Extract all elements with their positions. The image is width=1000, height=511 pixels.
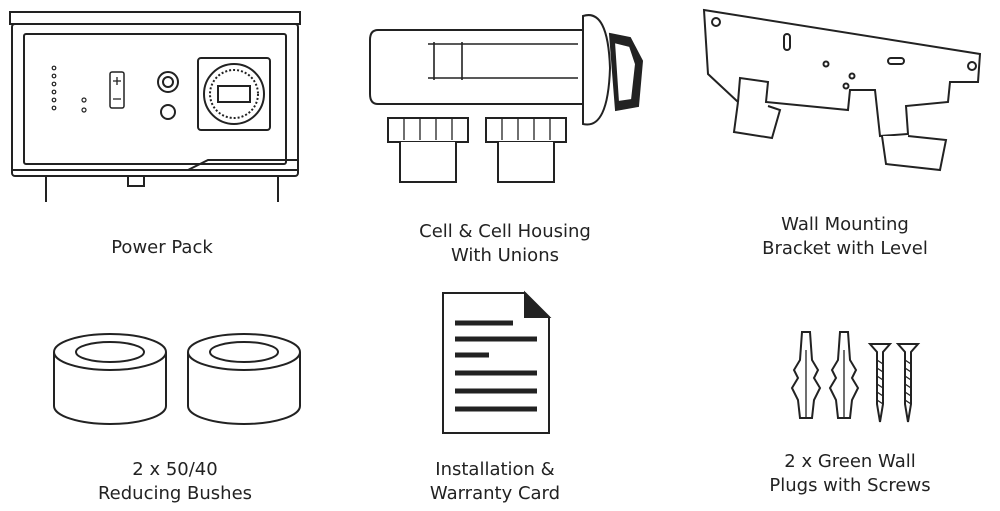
label-line: Warranty Card xyxy=(429,483,561,504)
label-line: Bracket with Level xyxy=(762,238,928,259)
label-line: Wall Mounting xyxy=(781,214,909,235)
label-line: Plugs with Screws xyxy=(769,475,931,496)
label-line: 2 x Green Wall xyxy=(784,451,916,472)
wall-bracket-icon xyxy=(700,6,990,176)
label-line: Installation & xyxy=(435,459,555,480)
label-line: 2 x 50/40 xyxy=(132,459,218,480)
wall-plugs-screws-icon xyxy=(790,330,930,425)
label-line: Cell & Cell Housing xyxy=(419,221,591,242)
label-line: With Unions xyxy=(451,245,559,266)
cell-housing-icon xyxy=(368,6,653,184)
reducing-bushes-icon xyxy=(52,330,307,425)
label-line: Power Pack xyxy=(111,237,213,258)
label-line: Reducing Bushes xyxy=(97,483,253,504)
document-icon xyxy=(441,290,552,436)
power-pack-icon xyxy=(8,10,303,202)
